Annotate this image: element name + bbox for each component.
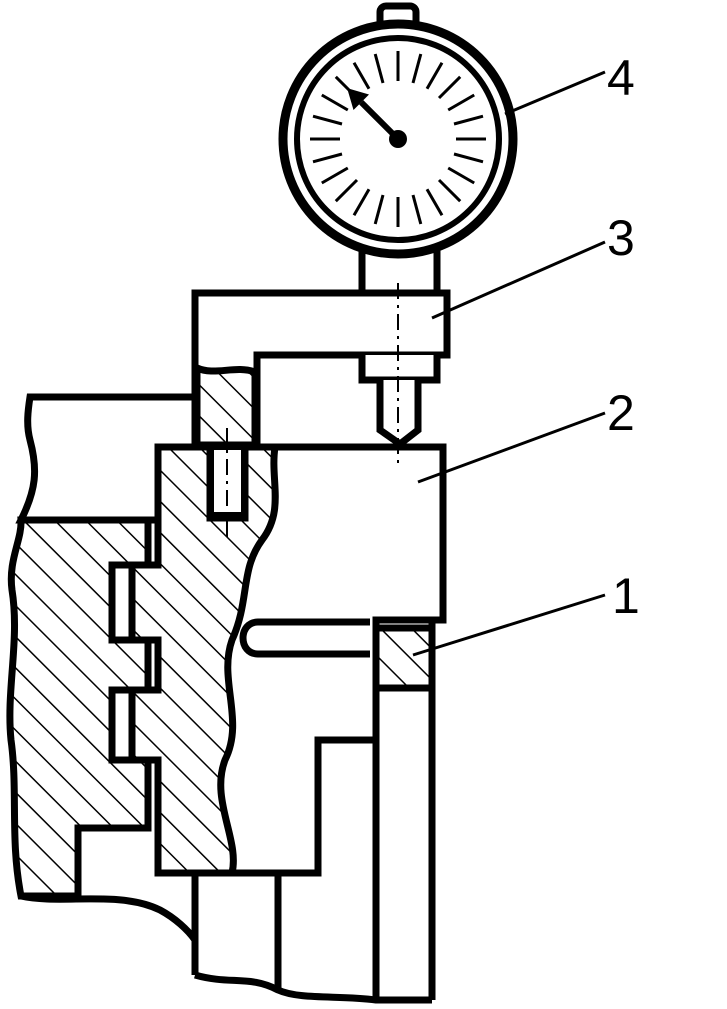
dial-tick — [352, 62, 371, 90]
dial-tick — [425, 188, 444, 216]
indicator-bracket-part-3 — [191, 289, 451, 518]
dial-tick — [453, 114, 484, 126]
dial-tick — [321, 166, 349, 185]
dial-tick — [447, 93, 475, 112]
dial-tick — [321, 93, 349, 112]
stop-part-1 — [372, 624, 436, 692]
center-lines — [226, 283, 399, 540]
carriage-hatched-section — [128, 443, 280, 877]
needle-arrowhead — [347, 88, 369, 110]
dial-tick — [447, 166, 475, 185]
dial-pivot — [389, 130, 407, 148]
dial-tick — [352, 188, 371, 216]
leader-line-3 — [431, 240, 606, 320]
pin-slot — [239, 618, 370, 658]
dial-tick — [437, 75, 462, 100]
callout-label-4: 4 — [607, 50, 635, 106]
dial-scale-ticks — [310, 51, 486, 227]
callout-label-3: 3 — [607, 210, 635, 266]
dial-tick — [312, 152, 343, 164]
callout-label-1: 1 — [612, 568, 640, 624]
dial-tick — [453, 152, 484, 164]
leader-line-4 — [504, 70, 606, 116]
guide-rails — [191, 620, 436, 1004]
dial-tick — [373, 53, 385, 84]
dial-tick — [312, 114, 343, 126]
leader-line-1 — [412, 593, 606, 657]
leader-lines — [412, 70, 606, 657]
base-hatched-section — [6, 516, 152, 900]
bracket-hatched-section — [193, 362, 259, 449]
dial-tick — [334, 178, 359, 203]
dial-tick — [437, 178, 462, 203]
callout-label-2: 2 — [607, 385, 635, 441]
base-body — [6, 393, 199, 943]
dial-tick — [373, 194, 385, 225]
dial-tick — [425, 62, 444, 90]
dial-tick — [411, 194, 423, 225]
base-bottom-break — [20, 892, 198, 943]
dial-tick — [411, 53, 423, 84]
leader-line-2 — [417, 411, 606, 484]
